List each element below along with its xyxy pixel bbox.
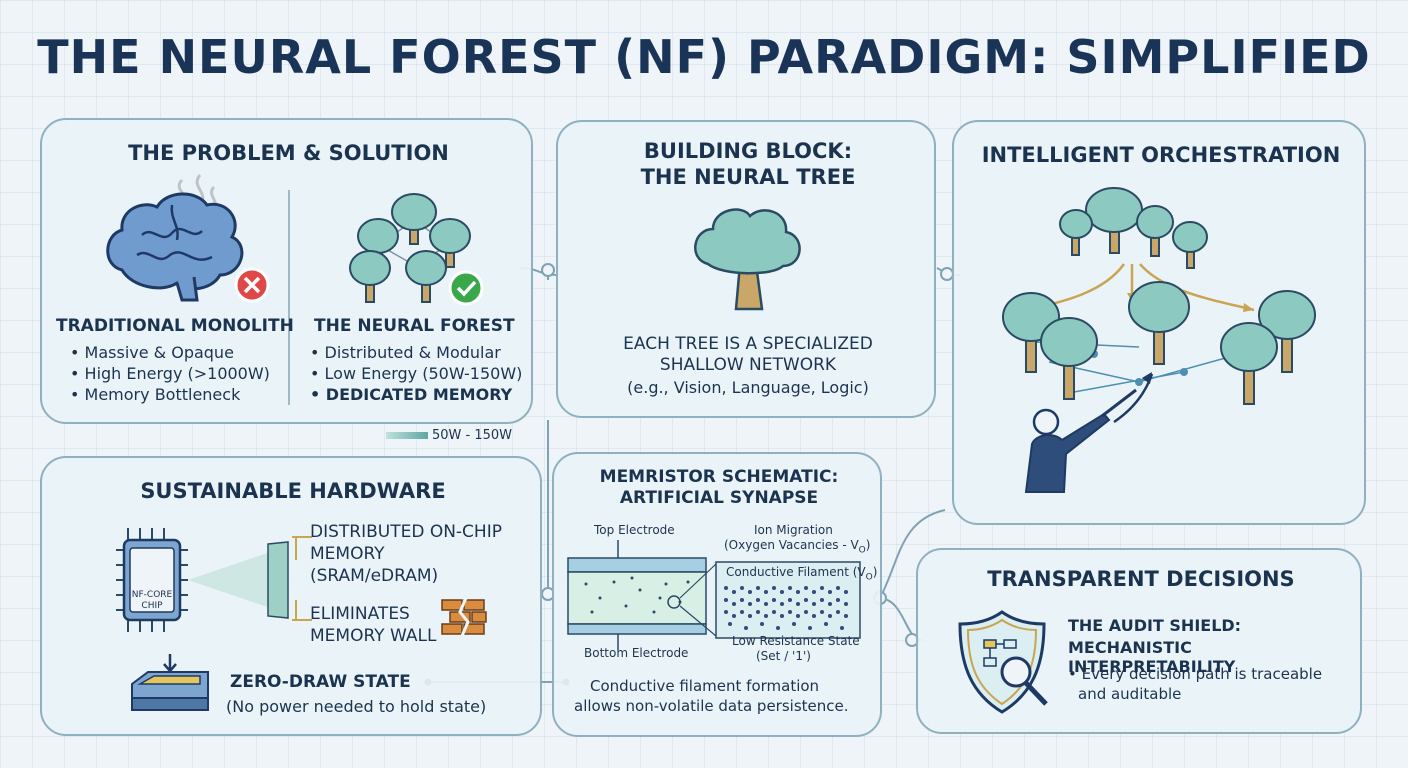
divider <box>288 190 290 405</box>
orchestration-panel: INTELLIGENT ORCHESTRATION <box>952 120 1366 525</box>
memristor-panel: MEMRISTOR SCHEMATIC: ARTIFICIAL SYNAPSE … <box>552 452 882 737</box>
audit-shield-line-1: THE AUDIT SHIELD: <box>1068 616 1242 635</box>
sustainable-hardware-heading: SUSTAINABLE HARDWARE <box>140 479 446 503</box>
traditional-monolith-list: Massive & Opaque High Energy (>1000W) Me… <box>70 342 270 405</box>
audit-item-text: Every decision path is traceable <box>1081 665 1323 683</box>
top-electrode-label: Top Electrode <box>594 523 675 537</box>
zero-draw-desc: (No power needed to hold state) <box>226 697 487 716</box>
filament-text: Conductive Filament (V <box>726 565 866 579</box>
audit-shield-line-2: MECHANISTIC INTERPRETABILITY <box>1068 638 1236 676</box>
lrs-line-1: Low Resistance State <box>732 634 860 648</box>
memory-wall-line-1: ELIMINATES <box>310 604 410 624</box>
memristor-footer-2: allows non-volatile data persistence. <box>574 697 849 715</box>
distributed-memory-line-3: (SRAM/eDRAM) <box>310 566 439 586</box>
audit-item-line-1: • Every decision path is traceable <box>1068 665 1323 683</box>
energy-legend-swatch <box>386 432 428 439</box>
list-item: High Energy (>1000W) <box>70 363 270 384</box>
memristor-footer-1: Conductive filament formation <box>590 677 820 695</box>
neural-tree-desc-2: SHALLOW NETWORK <box>659 355 837 375</box>
memristor-schematic <box>567 540 861 650</box>
problem-solution-panel: THE PROBLEM & SOLUTION <box>40 118 533 424</box>
chip-label-2: CHIP <box>141 601 163 611</box>
memristor-heading-1: MEMRISTOR SCHEMATIC: <box>599 467 839 487</box>
distributed-memory-line-1: DISTRIBUTED ON-CHIP <box>310 522 502 542</box>
sustainable-hardware-panel: SUSTAINABLE HARDWARE NF-CORE CHIP DISTRI… <box>40 456 542 736</box>
filament-label: Conductive Filament (VO) <box>726 565 878 583</box>
ion-migration-line-2: (Oxygen Vacancies - VO) <box>724 538 871 556</box>
list-item: Massive & Opaque <box>70 342 270 363</box>
bottom-electrode-label: Bottom Electrode <box>584 646 689 660</box>
memory-wall-line-2: MEMORY WALL <box>310 626 437 646</box>
brain-icon <box>106 174 270 303</box>
lrs-line-2: (Set / '1') <box>756 649 811 663</box>
list-item: Distributed & Modular <box>310 342 522 363</box>
chip-icon <box>116 528 312 632</box>
ion-migration-text: (Oxygen Vacancies - V <box>724 538 859 552</box>
building-block-heading-2: THE NEURAL TREE <box>640 165 856 189</box>
transparent-decisions-panel: TRANSPARENT DECISIONS THE AUDIT SHIELD: … <box>916 548 1362 734</box>
neural-forest-list: Distributed & Modular Low Energy (50W-15… <box>310 342 523 405</box>
memristor-heading-2: ARTIFICIAL SYNAPSE <box>619 488 819 508</box>
neural-tree-desc-1: EACH TREE IS A SPECIALIZED <box>623 334 873 354</box>
distributed-memory-line-2: MEMORY <box>310 544 385 564</box>
energy-legend-label: 50W - 150W <box>432 428 513 443</box>
list-item: DEDICATED MEMORY <box>310 384 522 405</box>
ion-migration-subscript: O <box>858 545 866 556</box>
neural-tree-icon <box>694 208 801 311</box>
list-item: Low Energy (50W-150W) <box>310 363 523 384</box>
memory-module-icon <box>131 654 209 711</box>
traditional-monolith-title: TRADITIONAL MONOLITH <box>56 316 294 336</box>
shield-icon <box>958 610 1048 714</box>
transparent-decisions-heading: TRANSPARENT DECISIONS <box>987 567 1295 591</box>
neural-tree-desc-3: (e.g., Vision, Language, Logic) <box>627 378 869 397</box>
list-item: Memory Bottleneck <box>70 384 270 405</box>
neural-forest-title: THE NEURAL FOREST <box>314 316 515 336</box>
filament-subscript: O <box>865 572 873 583</box>
page-title: THE NEURAL FOREST (NF) PARADIGM: SIMPLIF… <box>37 30 1371 84</box>
forest-icon <box>349 193 484 306</box>
orchestration-heading: INTELLIGENT ORCHESTRATION <box>981 143 1341 167</box>
orchestration-illustration <box>1002 187 1316 493</box>
ion-migration-line-1: Ion Migration <box>754 523 833 537</box>
building-block-panel: BUILDING BLOCK: THE NEURAL TREE EACH TRE… <box>556 120 936 418</box>
brick-wall-icon <box>441 597 487 637</box>
zero-draw-title: ZERO-DRAW STATE <box>230 672 411 692</box>
building-block-heading-1: BUILDING BLOCK: <box>643 139 853 163</box>
chip-label-1: NF-CORE <box>131 590 173 600</box>
problem-solution-heading: THE PROBLEM & SOLUTION <box>128 141 449 165</box>
audit-item-line-2: and auditable <box>1078 685 1182 703</box>
